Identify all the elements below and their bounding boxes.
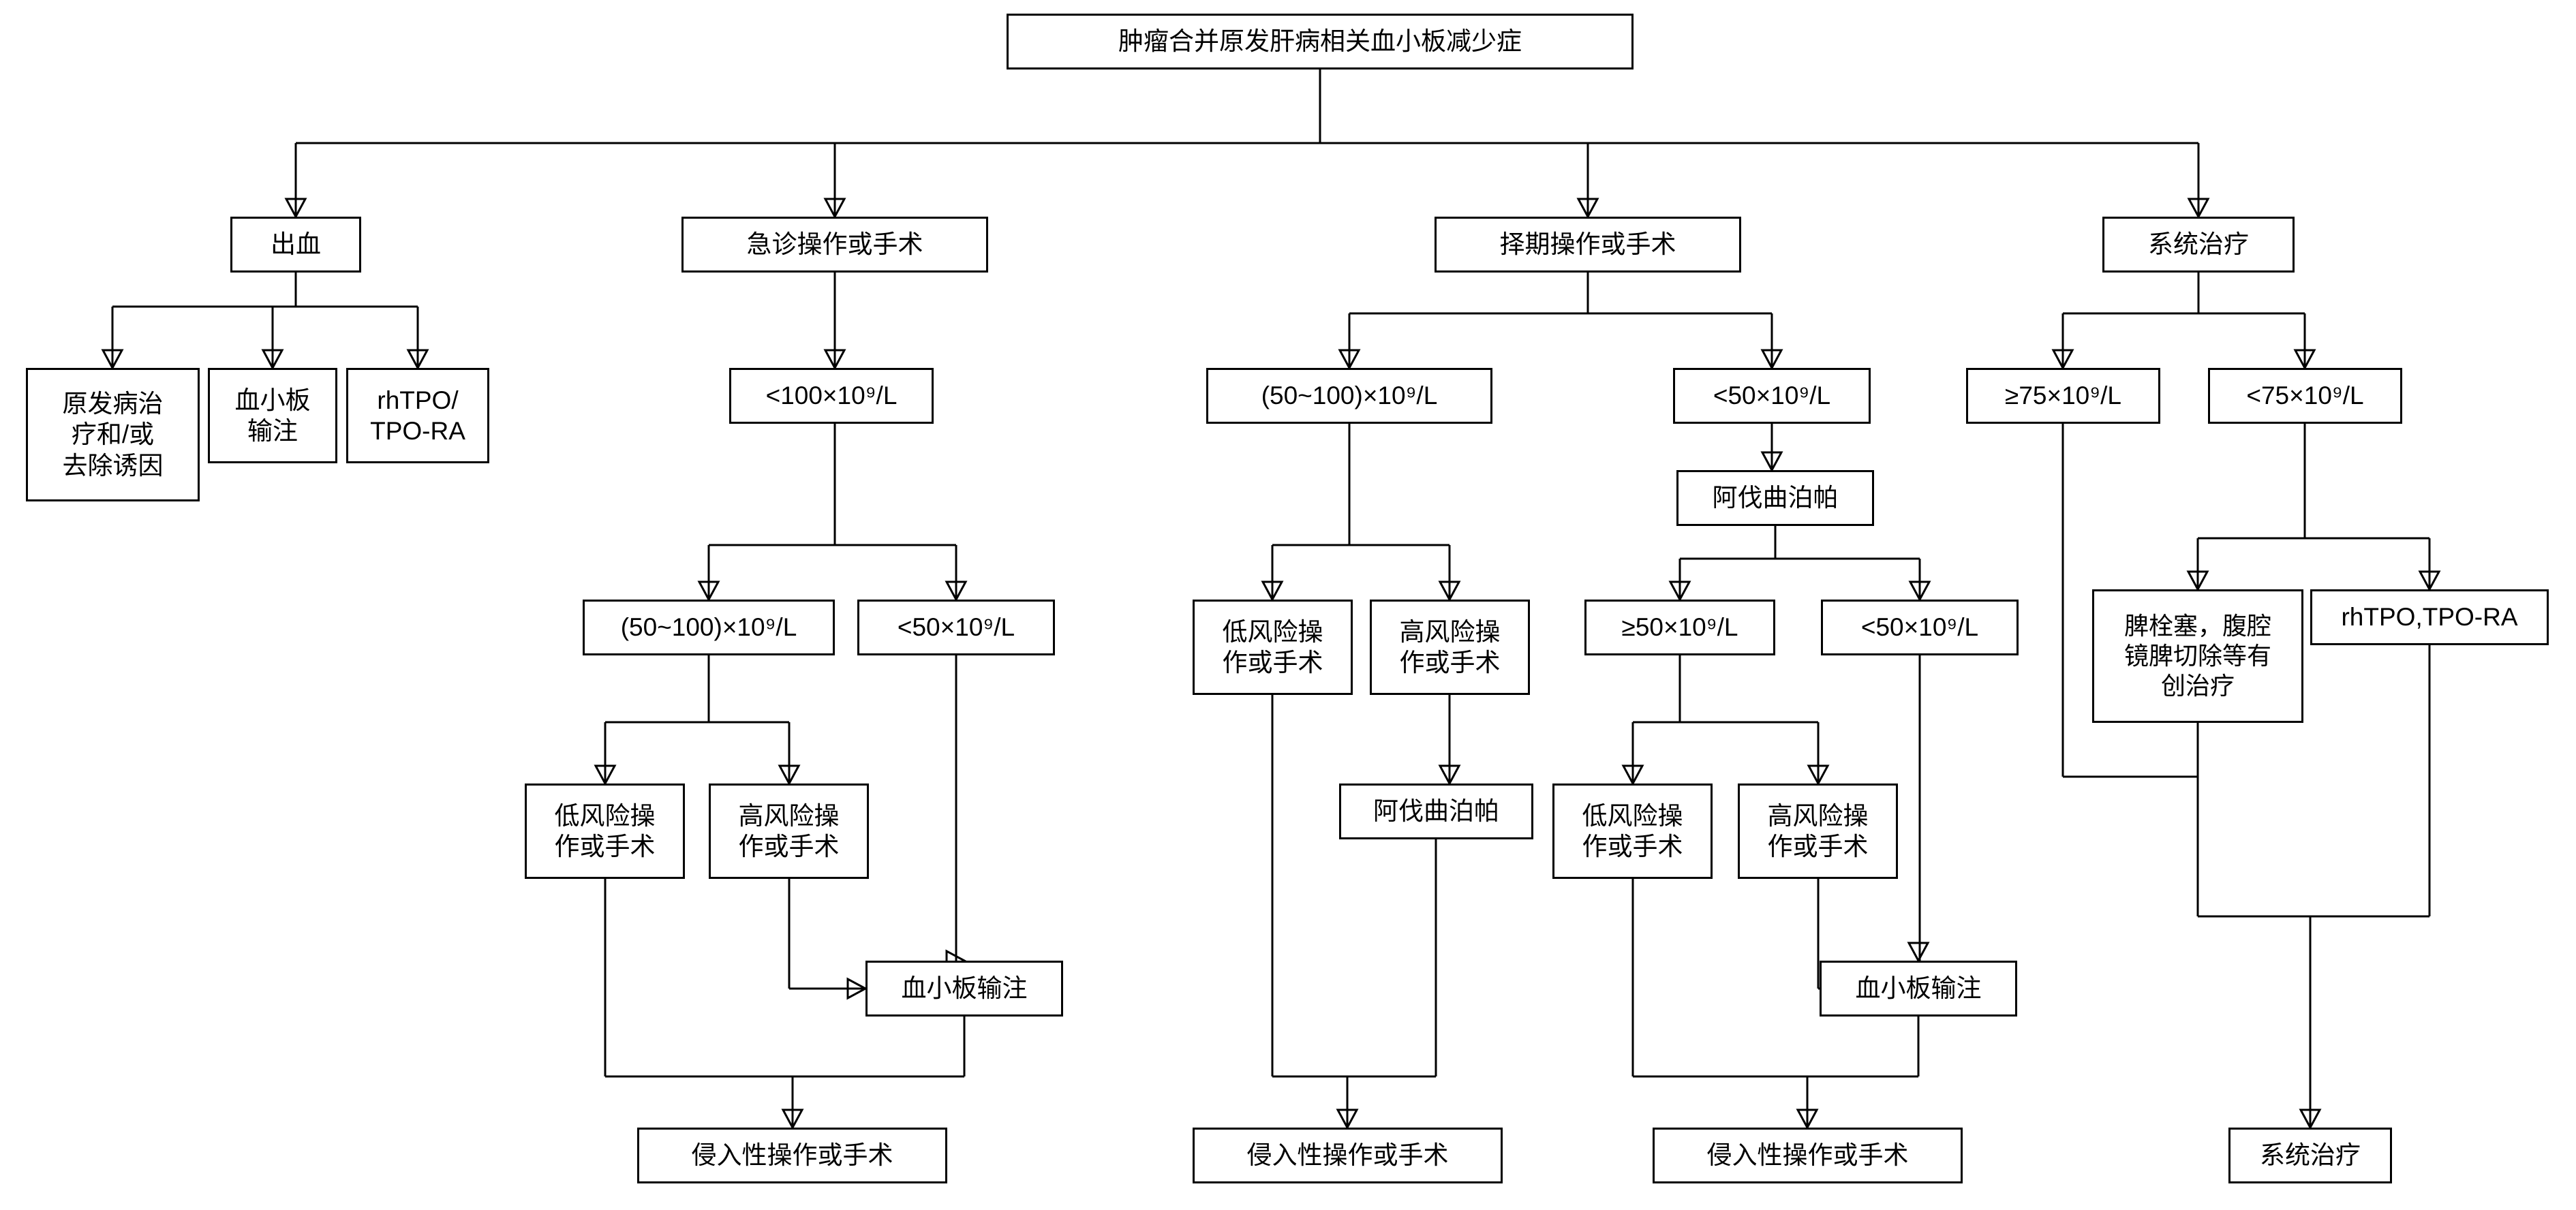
node-invasive-procedure-elective-2[interactable]: 侵入性操作或手术 [1653,1128,1963,1183]
node-platelet-transfusion-emergency[interactable]: 血小板输注 [865,961,1063,1017]
node-root[interactable]: 肿瘤合并原发肝病相关血小板减少症 [1007,14,1634,69]
node-rhtpo-tpora-1[interactable]: rhTPO/ TPO-RA [346,368,489,463]
node-lt50-emergency[interactable]: <50×10⁹/L [857,600,1055,655]
node-platelet-transfusion-1[interactable]: 血小板 输注 [208,368,337,463]
node-systemic-therapy[interactable]: 系统治疗 [2102,217,2295,273]
node-avatrombopag-elective[interactable]: 阿伐曲泊帕 [1676,470,1874,526]
node-high-risk-procedure-emergency[interactable]: 高风险操 作或手术 [709,784,869,879]
node-high-risk-procedure-elective[interactable]: 高风险操 作或手术 [1370,600,1530,695]
node-treat-primary-disease[interactable]: 原发病治 疗和/或 去除诱因 [26,368,200,501]
node-rhtpo-tpora-2[interactable]: rhTPO,TPO-RA [2310,589,2549,645]
node-splenic-embolization[interactable]: 脾栓塞，腹腔 镜脾切除等有 创治疗 [2092,589,2303,723]
node-bleeding[interactable]: 出血 [230,217,361,273]
node-lt50-elective-2[interactable]: <50×10⁹/L [1821,600,2019,655]
node-high-risk-procedure-elective-2[interactable]: 高风险操 作或手术 [1738,784,1898,879]
node-systemic-therapy-outcome[interactable]: 系统治疗 [2228,1128,2392,1183]
node-lt100-emergency[interactable]: <100×10⁹/L [729,368,934,424]
node-lt50-elective[interactable]: <50×10⁹/L [1673,368,1871,424]
node-invasive-procedure-emergency[interactable]: 侵入性操作或手术 [637,1128,947,1183]
node-platelet-transfusion-elective[interactable]: 血小板输注 [1820,961,2017,1017]
node-ge50-elective[interactable]: ≥50×10⁹/L [1584,600,1775,655]
node-low-risk-procedure-elective[interactable]: 低风险操 作或手术 [1193,600,1353,695]
node-avatrombopag-elective-2[interactable]: 阿伐曲泊帕 [1339,784,1533,839]
node-elective-procedure[interactable]: 择期操作或手术 [1435,217,1741,273]
node-low-risk-procedure-emergency[interactable]: 低风险操 作或手术 [525,784,685,879]
node-invasive-procedure-elective-1[interactable]: 侵入性操作或手术 [1193,1128,1503,1183]
node-emergency-procedure[interactable]: 急诊操作或手术 [681,217,988,273]
node-low-risk-procedure-elective-2[interactable]: 低风险操 作或手术 [1552,784,1713,879]
node-50to100-emergency[interactable]: (50~100)×10⁹/L [583,600,835,655]
node-ge75-systemic[interactable]: ≥75×10⁹/L [1966,368,2160,424]
node-50to100-elective[interactable]: (50~100)×10⁹/L [1206,368,1492,424]
node-lt75-systemic[interactable]: <75×10⁹/L [2208,368,2402,424]
